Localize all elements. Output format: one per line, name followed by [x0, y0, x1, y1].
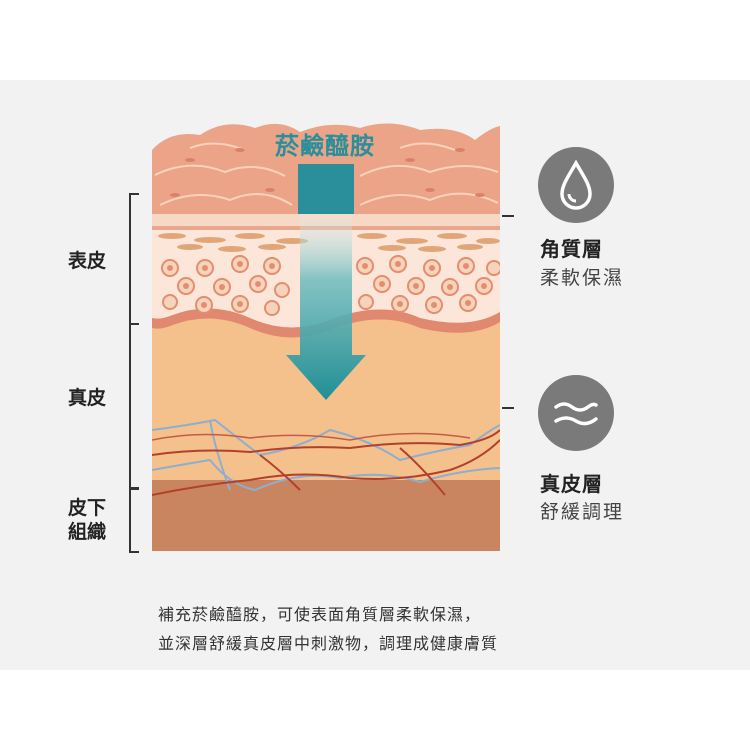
stratum-corneum-subtitle: 柔軟保濕: [540, 267, 625, 289]
penetration-arrow: [286, 214, 366, 400]
dermis-pointer: [502, 407, 514, 409]
subcutaneous-label-line-1: 皮下: [68, 497, 107, 519]
dermis-bracket: [129, 323, 139, 489]
subcutaneous-label-line-2: 組織: [68, 521, 107, 543]
dermis-label: 真皮: [68, 387, 107, 409]
subcutaneous-bracket: [129, 488, 139, 553]
caption-line-2: 並深層舒緩真皮層中刺激物，調理成健康膚質: [158, 634, 499, 653]
dermis-benefit-title: 真皮層: [540, 472, 603, 496]
dermis-benefit-subtitle: 舒緩調理: [540, 501, 625, 523]
stratum-corneum-title: 角質層: [540, 237, 603, 261]
epidermis-bracket: [129, 193, 139, 325]
water-drop-icon: [538, 147, 614, 223]
subcutaneous-layer: [152, 470, 500, 551]
ingredient-label: 菸鹼醯胺: [275, 132, 375, 160]
subcutaneous-label: 皮下 組織: [68, 496, 106, 544]
stratum-corneum-pointer: [502, 215, 514, 217]
caption-line-1: 補充菸鹼醯胺，可使表面角質層柔軟保濕，: [158, 605, 482, 624]
epidermis-label: 表皮: [68, 250, 107, 272]
soothing-wave-icon: [538, 375, 614, 451]
penetration-arrow-shaft-top: [298, 164, 354, 214]
